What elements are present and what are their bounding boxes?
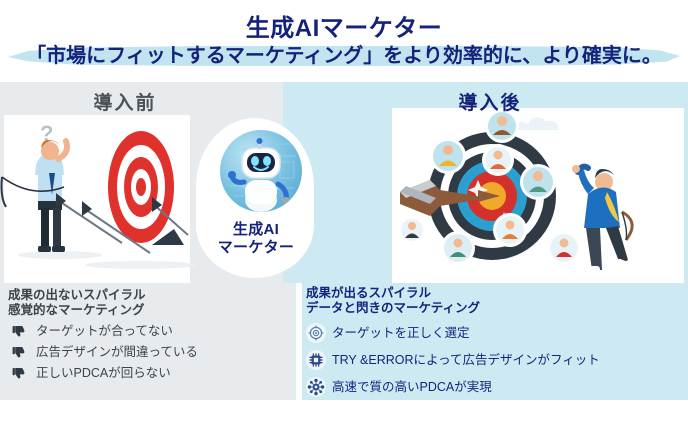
page-title: 生成AIマーケター bbox=[245, 15, 443, 42]
panel-divider bbox=[296, 283, 302, 400]
thumbs-down-icon bbox=[12, 324, 27, 339]
svg-text:?: ? bbox=[40, 121, 53, 146]
list-item: ターゲットが合ってない bbox=[8, 324, 288, 339]
chip-icon bbox=[306, 350, 326, 370]
ai-robot-icon bbox=[220, 130, 302, 212]
after-list-heading: 成果が出るスパイラル データと閃きのマーケティング bbox=[306, 286, 481, 315]
list-item: 正しいPDCAが回らない bbox=[8, 366, 288, 381]
before-illustration: ? bbox=[0, 121, 195, 269]
before-item-text: ターゲットが合ってない bbox=[36, 324, 173, 338]
after-list-panel bbox=[300, 283, 688, 400]
after-panel-heading: 導入後 bbox=[458, 93, 522, 114]
after-item-text: TRY &ERRORによって広告デザインがフィット bbox=[332, 352, 600, 367]
network-gear-icon bbox=[306, 377, 326, 397]
list-item: 広告デザインが間違っている bbox=[8, 345, 288, 360]
center-label-line1: 生成AI bbox=[232, 221, 280, 238]
list-item: ターゲットを正しく選定 bbox=[306, 323, 684, 343]
subtitle-container: 「市場にフィットするマーケティング」をより効率的に、より確実に。 bbox=[0, 40, 688, 72]
before-item-text: 広告デザインが間違っている bbox=[36, 345, 198, 359]
after-bullet-list: 成果が出るスパイラル データと閃きのマーケティング ターゲットを正しく選定 bbox=[306, 286, 684, 397]
thumbs-down-icon bbox=[12, 345, 27, 360]
subtitle-highlight-band bbox=[8, 46, 680, 66]
before-item-text: 正しいPDCAが回らない bbox=[36, 366, 171, 380]
list-item: TRY &ERRORによって広告デザインがフィット bbox=[306, 350, 684, 370]
after-item-text: 高速で質の高いPDCAが実現 bbox=[332, 379, 492, 394]
center-label-line2: マーケター bbox=[217, 239, 295, 256]
before-bullet-list: 成果の出ないスパイラル 感覚的なマーケティング ターゲットが合ってない 広告デザ… bbox=[8, 288, 288, 381]
before-list-heading: 成果の出ないスパイラル 感覚的なマーケティング bbox=[8, 288, 146, 317]
before-panel-heading: 導入前 bbox=[93, 93, 157, 114]
center-badge-label: 生成AI マーケター bbox=[196, 221, 316, 257]
after-illustration bbox=[398, 109, 634, 272]
page-subtitle: 「市場にフィットするマーケティング」をより効率的に、より確実に。 bbox=[26, 45, 662, 67]
before-list-panel bbox=[0, 283, 296, 400]
target-crosshair-icon bbox=[306, 323, 326, 343]
list-item: 高速で質の高いPDCAが実現 bbox=[306, 377, 684, 397]
after-item-text: ターゲットを正しく選定 bbox=[332, 325, 470, 340]
thumbs-down-icon bbox=[12, 366, 27, 381]
